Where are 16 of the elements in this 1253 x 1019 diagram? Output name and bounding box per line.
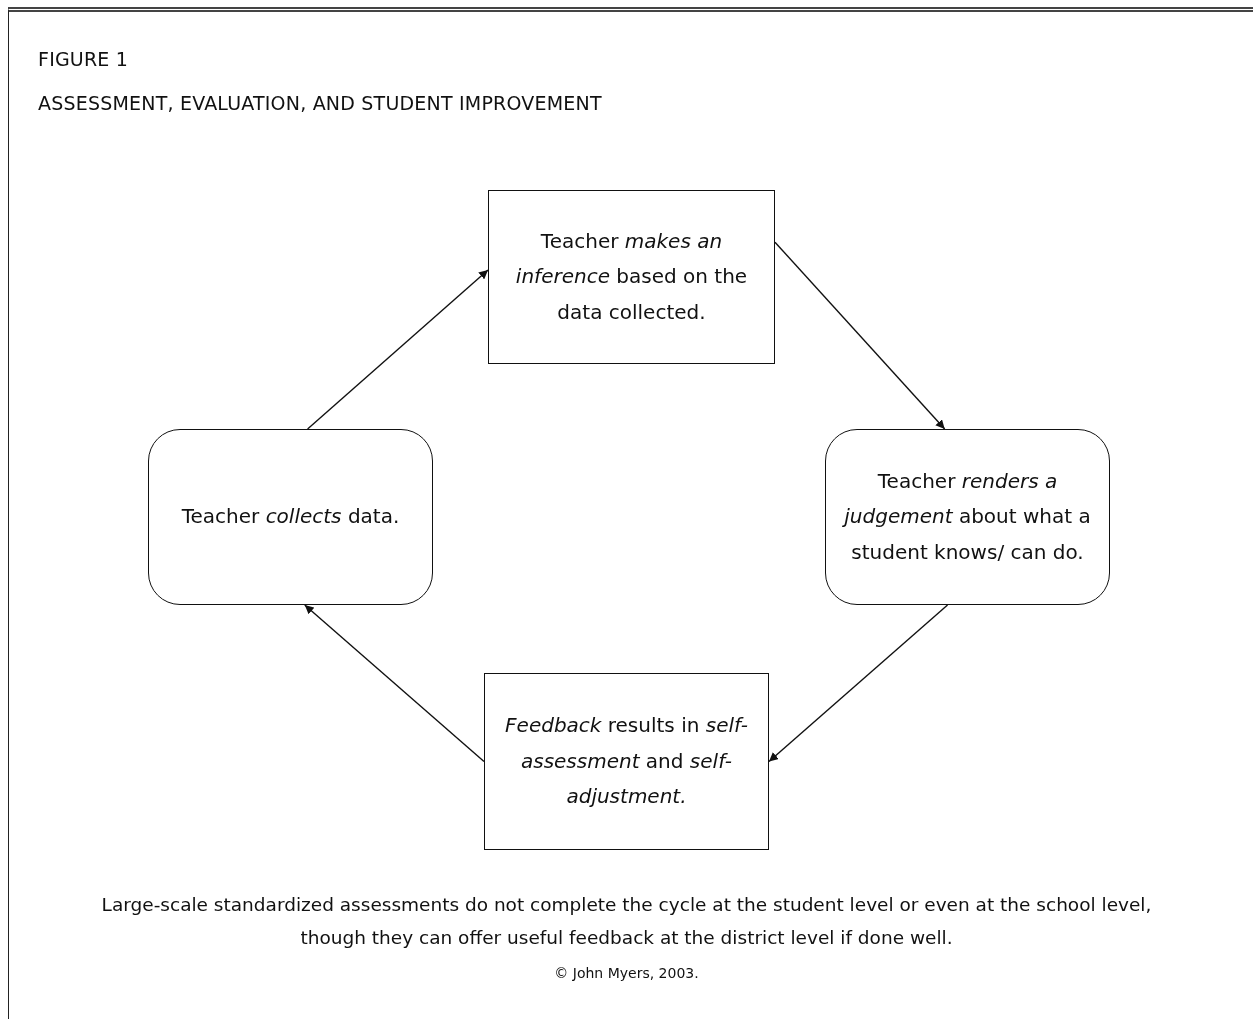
process-box — [484, 673, 769, 850]
figure-title: ASSESSMENT, EVALUATION, AND STUDENT IMPROVEMENT — [38, 92, 602, 114]
process-box — [488, 190, 775, 364]
node-text: Teacher makes an inference based on the data collected. — [514, 227, 749, 326]
node-text: Teacher collects data. — [181, 503, 400, 531]
node-text: Teacher renders a judgement about what a student knows/ can do. — [841, 467, 1092, 566]
node-text: Feedback results in self-assessment and self-adjustment. — [504, 712, 749, 811]
arrow — [304, 604, 485, 763]
arrow — [306, 269, 489, 430]
copyright-note: © John Myers, 2003. — [553, 965, 700, 981]
rounded-box — [148, 429, 433, 605]
arrow — [774, 241, 946, 430]
arrow — [768, 604, 949, 763]
caption: Large-scale standardized assessments do not complete the cycle at the student level or even at the school level, though they can offer useful feedback at the district level if done well. — [100, 893, 1153, 951]
figure-number: FIGURE 1 — [38, 48, 129, 70]
rounded-box — [825, 429, 1110, 605]
